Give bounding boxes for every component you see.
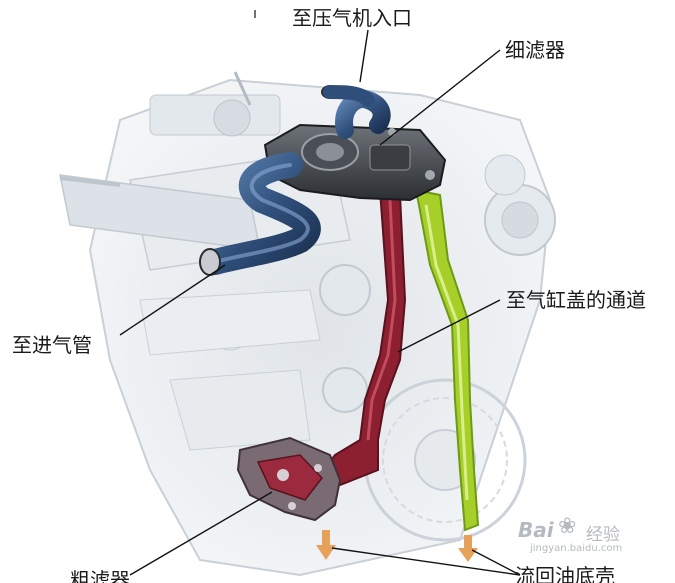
oil-flow-arrows — [316, 530, 478, 562]
leader-lines — [119, 10, 521, 576]
arrow-coarse-return-icon — [316, 530, 336, 560]
watermark: Bai ❀ 经验 jingyan.baidu.com — [518, 508, 668, 558]
leader-cylinder-head — [397, 299, 501, 353]
leader-oil-pan-a — [331, 547, 521, 576]
blue-ventilation-hose — [199, 85, 391, 276]
watermark-brand: Bai — [518, 518, 554, 542]
label-cylinder-head-channel: 至气缸盖的通道 — [506, 288, 646, 312]
label-coarse-filter: 粗滤器 — [70, 568, 130, 583]
arrow-oilpan-return-icon — [458, 535, 478, 562]
paw-icon: ❀ — [558, 514, 577, 539]
label-compressor-inlet: 至压气机入口 — [292, 6, 412, 30]
leader-coarse-filter — [129, 491, 273, 576]
watermark-brand-suffix: 经验 — [586, 525, 620, 545]
watermark-url: jingyan.baidu.com — [530, 543, 623, 554]
fine-filter-module — [263, 123, 447, 202]
leader-intake-pipe — [119, 264, 226, 336]
label-intake-pipe: 至进气管 — [12, 333, 92, 357]
label-oil-pan-return: 流回油底壳 — [515, 564, 615, 583]
leader-oil-pan-b — [471, 549, 521, 576]
label-fine-filter: 细滤器 — [505, 38, 565, 62]
coarse-filter-housing — [236, 436, 342, 522]
leader-fine-filter — [379, 49, 501, 146]
leader-compressor-inlet — [359, 29, 369, 83]
oil-return-channel — [413, 188, 480, 532]
